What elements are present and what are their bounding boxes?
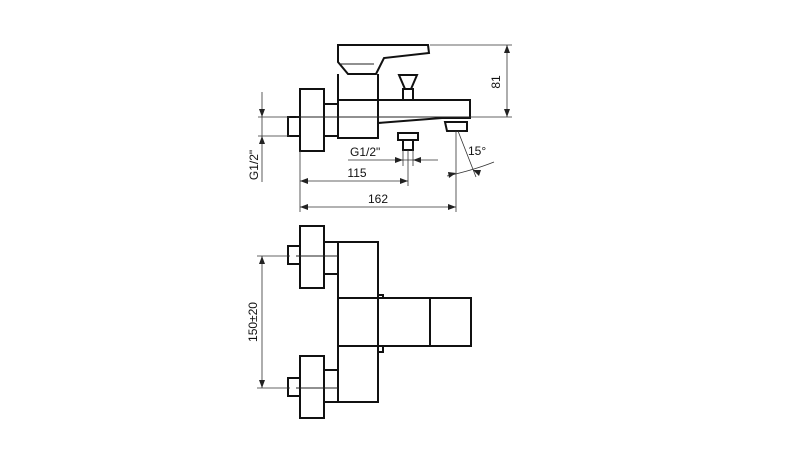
top-lower-pipe xyxy=(287,377,301,397)
spout xyxy=(377,99,471,124)
top-view: 150±20 xyxy=(246,225,472,419)
top-lower-nut xyxy=(323,369,339,403)
top-spout xyxy=(337,297,472,347)
total-length-label: 162 xyxy=(368,192,388,206)
spacing-dimension: 150±20 xyxy=(246,255,290,389)
diverter-stem xyxy=(402,88,414,101)
inlet-pipe xyxy=(287,116,301,137)
top-diverter xyxy=(377,294,384,298)
handle-lever xyxy=(337,44,431,75)
cartridge-neck xyxy=(337,74,379,100)
offset-label: 115 xyxy=(347,166,366,180)
inlet-thread-dimension: G1/2" xyxy=(247,92,290,182)
top-lower-escutcheon xyxy=(299,355,325,419)
total-length-dimension: 162 xyxy=(300,192,456,210)
outlet-thread-label: G1/2" xyxy=(350,145,380,159)
bottom-outlet-pipe xyxy=(402,139,414,151)
top-upper-pipe xyxy=(287,245,301,265)
top-upper-escutcheon xyxy=(299,225,325,289)
offset-dimension: 115 xyxy=(299,150,409,212)
spacing-label: 150±20 xyxy=(246,302,260,342)
outlet-thread-dimension: G1/2" xyxy=(348,145,438,166)
spout-outlet xyxy=(443,121,468,132)
top-upper-nut xyxy=(323,241,339,275)
wall-escutcheon xyxy=(299,88,325,152)
side-view: 81 G1/2" G1/2" 15° xyxy=(247,44,512,212)
height-dimension: 81 xyxy=(430,44,512,118)
bottom-outlet-nut xyxy=(397,132,419,141)
inlet-nut xyxy=(323,103,339,137)
angle-label: 15° xyxy=(468,144,486,158)
inlet-thread-label: G1/2" xyxy=(247,150,261,180)
diverter-knob xyxy=(397,74,419,90)
top-body-step xyxy=(378,345,384,353)
height-label: 81 xyxy=(489,75,503,89)
top-body xyxy=(337,241,379,403)
mixer-body xyxy=(337,99,379,139)
angle-dimension: 15° xyxy=(446,130,495,212)
